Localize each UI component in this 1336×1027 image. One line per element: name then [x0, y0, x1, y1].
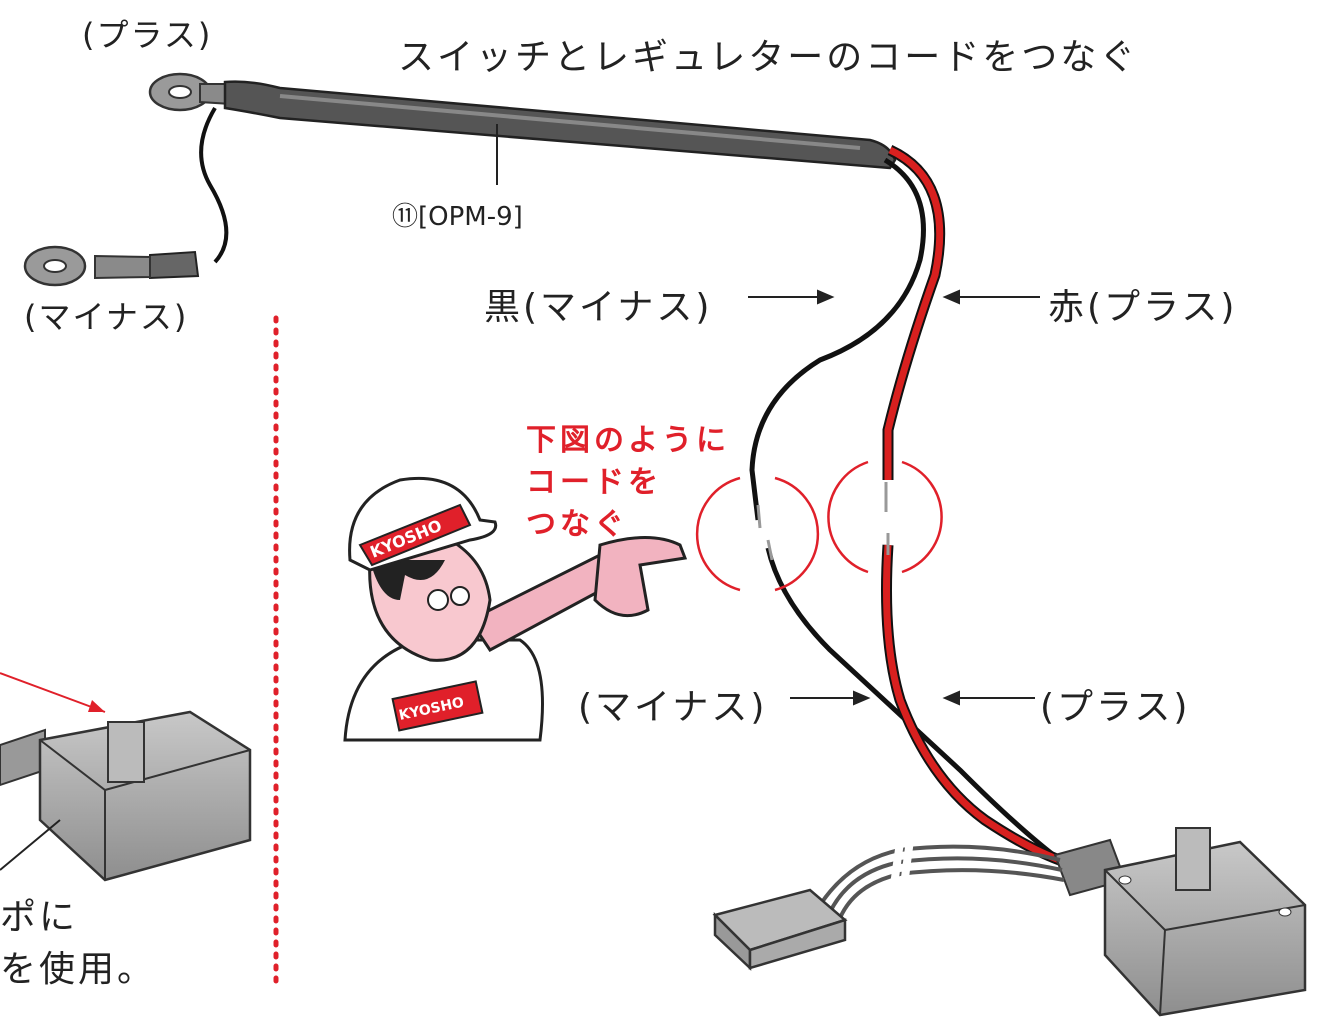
label-left-minus: (マイナス) — [24, 298, 189, 336]
wire-tips — [756, 482, 890, 561]
label-lower-minus: (マイナス) — [578, 687, 768, 728]
kyosho-mascot: KYOSHO KYOSHO — [343, 476, 688, 742]
label-lower-plus: (プラス) — [1040, 687, 1191, 728]
label-arrows — [748, 289, 1040, 706]
instruction-line-3: つなぐ — [526, 507, 628, 542]
connection-highlight-circles — [695, 460, 943, 592]
left-note-line-1: ポに — [0, 897, 79, 938]
diagram-title: スイッチとレギュレターのコードをつなぐ — [398, 37, 1139, 78]
lower-black-wire — [765, 547, 1062, 862]
minus-lead-wire — [199, 106, 229, 264]
part-number-label: ⑪[OPM-9] — [392, 202, 523, 232]
plus-ring-terminal — [148, 72, 233, 112]
label-black-minus: 黒(マイナス) — [484, 287, 713, 328]
servo-lead — [818, 839, 1065, 919]
left-switch-unit — [0, 672, 252, 882]
label-top-plus: (プラス) — [82, 16, 213, 54]
minus-ring-terminal — [23, 245, 200, 287]
instruction-line-2: コードを — [526, 465, 662, 500]
right-switch-unit — [1053, 827, 1307, 1017]
label-red-plus: 赤(プラス) — [1048, 287, 1238, 328]
servo-plug — [712, 888, 848, 971]
instruction-line-1: 下図のように — [526, 423, 730, 458]
upper-black-wire — [749, 157, 926, 521]
heat-shrink-sleeve — [223, 80, 897, 170]
instruction-note: 下図のように コードを つなぐ — [526, 420, 730, 546]
left-note-line-2: を使用。 — [0, 949, 157, 990]
